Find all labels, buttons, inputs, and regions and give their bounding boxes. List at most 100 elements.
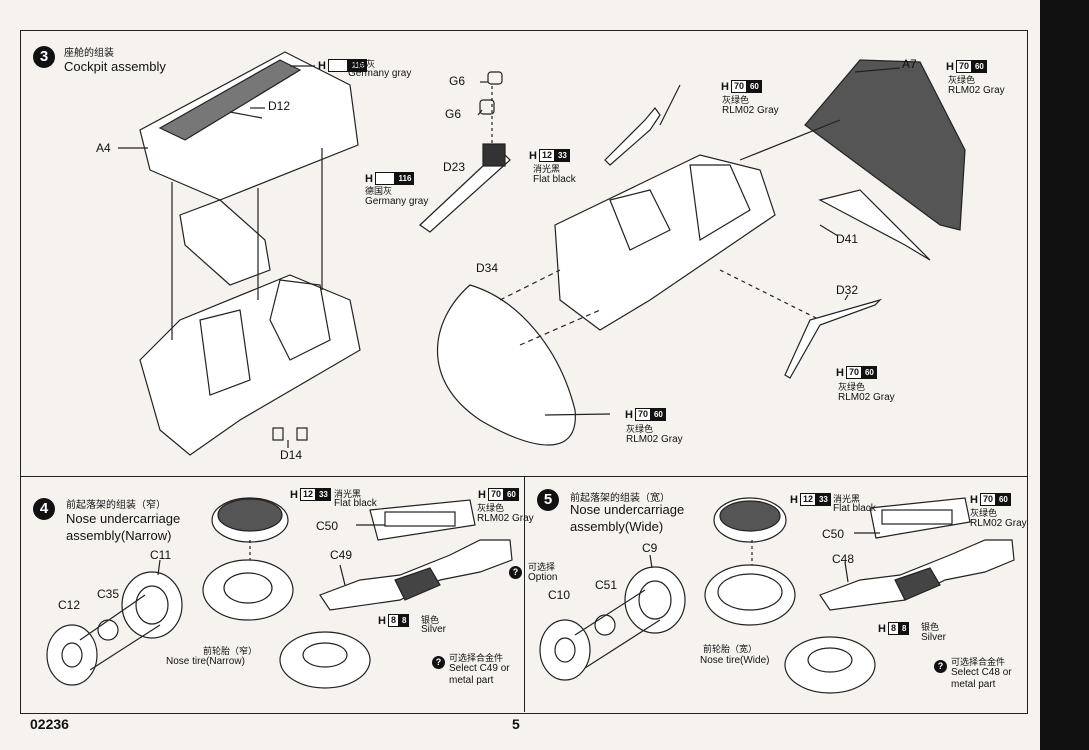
paint-name-cn: 消光黑 [833, 494, 861, 504]
part-label-a7: A7 [902, 57, 917, 71]
paint-swatch: 60 [861, 366, 877, 379]
paint-code: 12 [299, 488, 316, 501]
paint-callout-h116-stick: H 116 116 [365, 172, 415, 185]
paint-name-cn: 灰绿色 [722, 95, 750, 105]
step-5-title-en-line1: Nose undercarriage [570, 502, 685, 517]
part-label-c35: C35 [97, 587, 120, 601]
paint-name-en: Silver [921, 632, 947, 643]
step-4-title-cn: 前起落架的组装（窄） [66, 500, 166, 511]
part-label-g6-bottom: G6 [445, 107, 462, 121]
paint-callout-h8-silver: H 8 8 [878, 622, 910, 635]
paint-swatch: 8 [398, 614, 410, 627]
paint-swatch: 60 [995, 493, 1011, 506]
select-note-en-line1: Select C48 or [951, 667, 1012, 678]
paint-prefix: H [318, 59, 326, 72]
paint-code: 70 [979, 493, 996, 506]
paint-prefix: H [290, 488, 298, 501]
part-label-c9: C9 [642, 541, 658, 555]
paint-prefix: H [970, 493, 978, 506]
step-4-title-en-line2: assembly(Narrow) [66, 528, 172, 543]
select-note-en-line2: metal part [951, 679, 996, 690]
paint-prefix: H [721, 80, 729, 93]
tire-narrow-en: Nose tire(Narrow) [166, 656, 245, 667]
paint-name-en: RLM02 Gray [948, 85, 1005, 96]
paint-prefix: H [478, 488, 486, 501]
step-3-number: 3 [33, 46, 55, 68]
paint-prefix: H [378, 614, 386, 627]
paint-name-en: RLM02 Gray [626, 434, 683, 445]
paint-swatch: 116 [395, 172, 415, 185]
step-5-title-cn: 前起落架的组装（宽） [570, 493, 670, 504]
part-label-c50: C50 [316, 519, 339, 533]
part-label-c48: C48 [832, 552, 855, 566]
paint-name-cn: 灰绿色 [970, 508, 998, 518]
part-label-d34: D34 [476, 261, 499, 275]
paint-swatch: 8 [898, 622, 910, 635]
paint-name-cn: 灰绿色 [477, 503, 505, 513]
paint-code: 116 [327, 59, 349, 72]
step-4-title-en-line1: Nose undercarriage [66, 511, 181, 526]
paint-callout-h70-d32: H 70 60 [836, 366, 877, 379]
paint-callout-h8-silver: H 8 8 [378, 614, 410, 627]
paint-callout-h12-stick: H 12 33 [529, 149, 570, 162]
paint-name-cn: 消光黑 [533, 164, 561, 174]
paint-code: 70 [634, 408, 651, 421]
part-label-c12: C12 [58, 598, 81, 612]
paint-code: 70 [730, 80, 747, 93]
tire-wide-cn: 前轮胎（宽） [703, 644, 758, 654]
part-label-d12: D12 [268, 99, 291, 113]
paint-callout-h12-wheel: H 12 33 [790, 493, 831, 506]
paint-swatch: 116 [348, 59, 368, 72]
paint-name-en: Germany gray [365, 196, 429, 207]
paint-name-en: RLM02 Gray [838, 392, 895, 403]
paint-swatch: 60 [971, 60, 987, 73]
paint-callout-h70-strut: H 70 60 [478, 488, 519, 501]
paint-prefix: H [878, 622, 886, 635]
paint-name-en: RLM02 Gray [970, 518, 1027, 529]
option-note-icon: ? [509, 566, 522, 579]
part-label-d14: D14 [280, 448, 303, 462]
paint-name-en: Flat black [334, 498, 377, 509]
paint-name-en: RLM02 Gray [477, 513, 534, 524]
step-5-title-en-line2: assembly(Wide) [570, 519, 664, 534]
paint-code: 70 [955, 60, 972, 73]
paint-callout-h70-strut: H 70 60 [970, 493, 1011, 506]
part-label-c50: C50 [822, 527, 845, 541]
part-label-g6-top: G6 [449, 74, 466, 88]
paint-code: 8 [387, 614, 399, 627]
paint-prefix: H [529, 149, 537, 162]
paint-name-cn: 消光黑 [334, 489, 362, 499]
paint-name-cn: 德国灰 [365, 186, 393, 196]
paint-callout-h70-d34: H 70 60 [625, 408, 666, 421]
paint-code: 12 [799, 493, 816, 506]
paint-name-en: Flat black [833, 503, 876, 514]
part-label-d41: D41 [836, 232, 859, 246]
paint-code: 70 [845, 366, 862, 379]
part-label-c11: C11 [150, 548, 172, 562]
select-note-en-line2: metal part [449, 675, 494, 686]
paint-prefix: H [365, 172, 373, 185]
paint-swatch: 33 [554, 149, 570, 162]
part-label-d32: D32 [836, 283, 859, 297]
step-4-number: 4 [33, 498, 55, 520]
select-note-icon: ? [432, 656, 445, 669]
instruction-frame [20, 30, 1028, 714]
select-note-icon: ? [934, 660, 947, 673]
paint-code: 116 [374, 172, 396, 185]
part-label-a4: A4 [96, 141, 111, 155]
paint-callout-h12-wheel: H 12 33 [290, 488, 331, 501]
step-5-number: 5 [537, 489, 559, 511]
paint-name-cn: 灰绿色 [948, 75, 976, 85]
paint-callout-h70-fuselage: H 70 60 [721, 80, 762, 93]
paint-swatch: 33 [315, 488, 331, 501]
paint-swatch: 60 [746, 80, 762, 93]
option-note-cn: 可选择 [528, 562, 556, 572]
part-label-c10: C10 [548, 588, 571, 602]
catalog-number: 02236 [30, 716, 69, 732]
page-edge-shadow [1040, 0, 1089, 750]
step-3-title-cn: 座舱的组装 [64, 48, 114, 59]
option-note-en: Option [528, 572, 558, 583]
paint-name-cn: 灰绿色 [626, 424, 654, 434]
paint-name-en: RLM02 Gray [722, 105, 779, 116]
